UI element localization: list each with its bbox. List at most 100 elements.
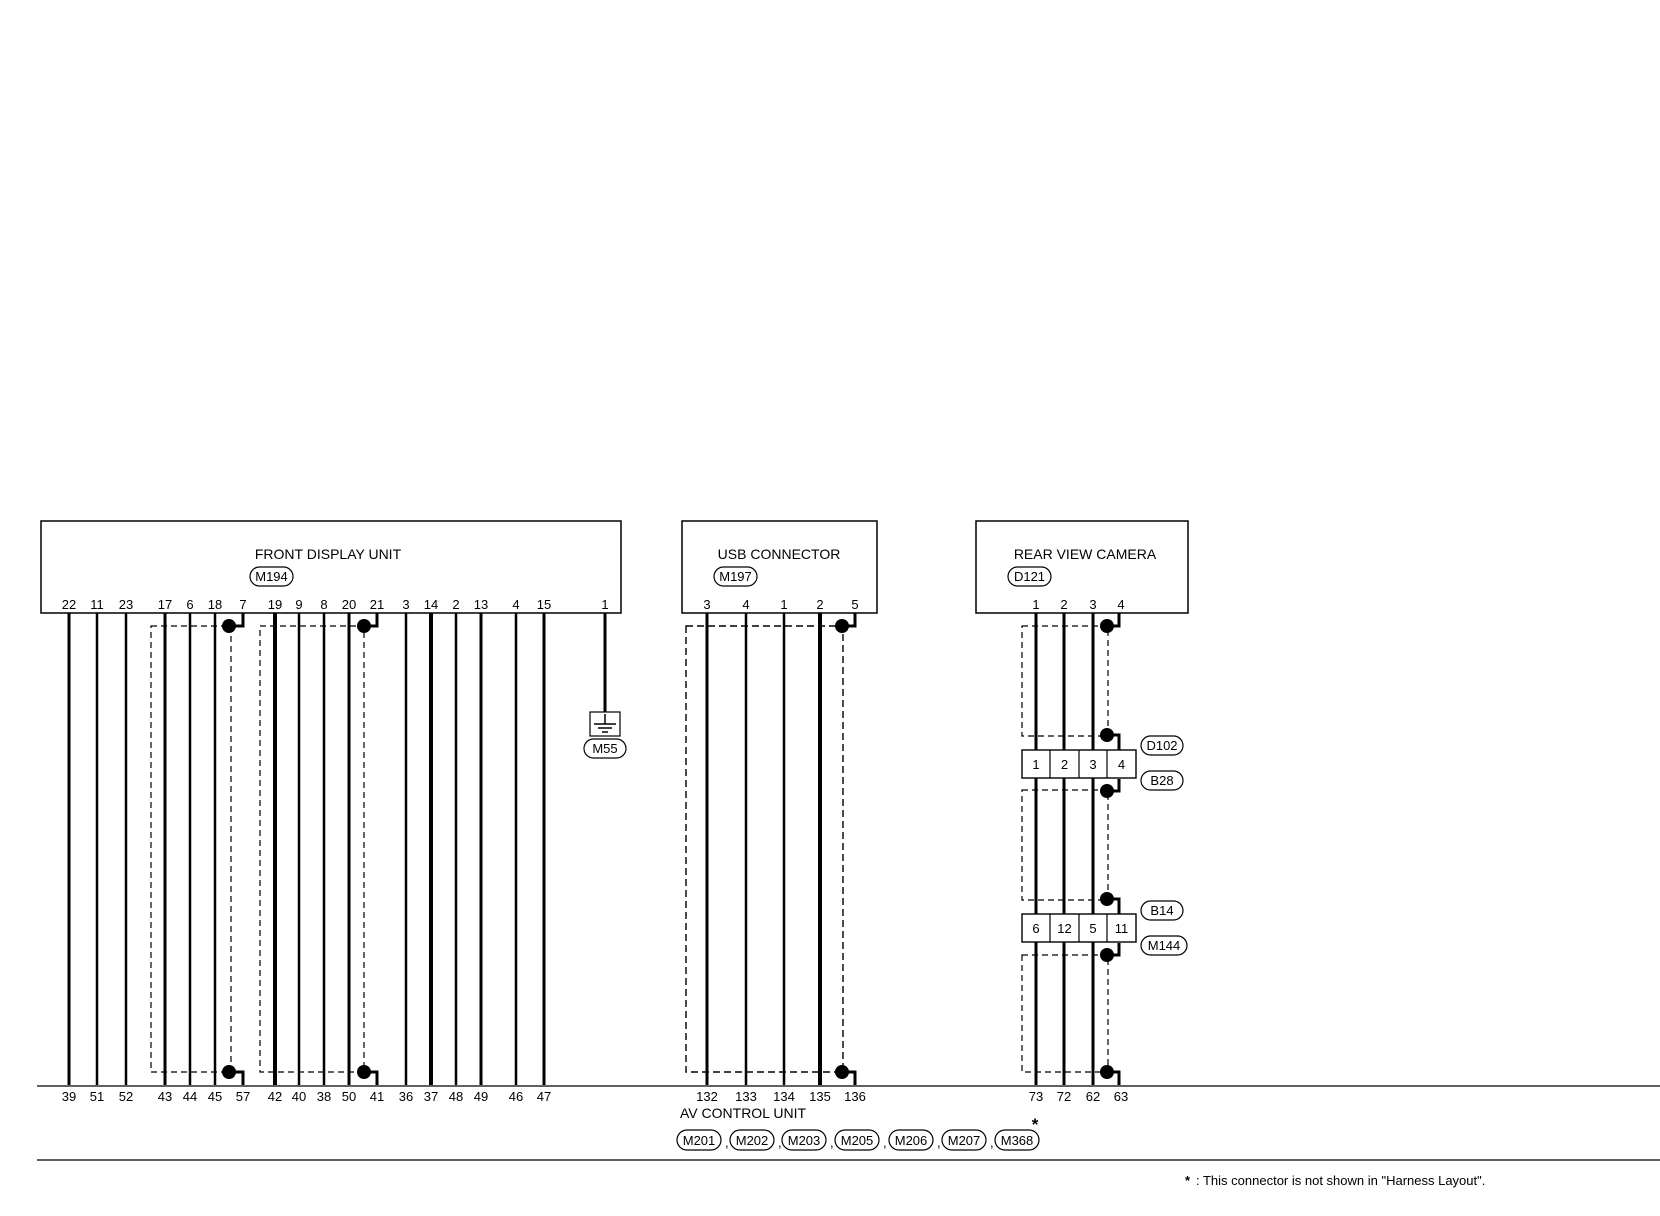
fdu-top-pin-14: 14 <box>424 597 438 612</box>
junction-2-pins-pin-11: 11 <box>1115 921 1129 936</box>
fdu-top-pin-7: 7 <box>239 597 246 612</box>
junction-2-lower-label: M144 <box>1148 938 1181 953</box>
av-pin-39: 39 <box>62 1089 76 1104</box>
av-pin-41: 41 <box>370 1089 384 1104</box>
junction-2-pins-pin-12: 12 <box>1057 921 1071 936</box>
shield-outline-2 <box>259 625 365 1073</box>
av-pin-40: 40 <box>292 1089 306 1104</box>
ground-m55: M55 <box>583 711 627 759</box>
junction-2-lower-tag <box>1140 935 1188 956</box>
av-pin-47: 47 <box>537 1089 551 1104</box>
junction-1-pins-pin-4: 4 <box>1118 757 1125 772</box>
usb-shield-drain-top <box>842 613 857 628</box>
av-control-unit-connectors: M201,M202,M203,M205,M206,M207,M368* <box>676 1115 1040 1151</box>
av-pin-37: 37 <box>424 1089 438 1104</box>
junction-1-upper-tag <box>1140 735 1184 756</box>
av-control-unit-title: AV CONTROL UNIT <box>680 1105 806 1121</box>
rvc-shield-drain-1a <box>1107 613 1121 628</box>
av-pin-44: 44 <box>183 1089 197 1104</box>
front-display-unit-wires <box>67 613 607 1085</box>
av-pin-43: 43 <box>158 1089 172 1104</box>
fdu-top-pin-13: 13 <box>474 597 488 612</box>
av-pin-36: 36 <box>399 1089 413 1104</box>
rear-view-camera-tag <box>1007 566 1052 587</box>
fdu-top-pin-4: 4 <box>512 597 519 612</box>
av-connector-tag-M202 <box>729 1129 775 1151</box>
rvc-shield-drain-2b <box>1107 897 1121 914</box>
av-pin-63: 63 <box>1114 1089 1128 1104</box>
rear-view-camera-label: D121 <box>1014 569 1045 584</box>
fdu-top-pin-2: 2 <box>452 597 459 612</box>
fdu-top-pin-17: 17 <box>158 597 172 612</box>
av-connector-label-M202: M202 <box>736 1133 769 1148</box>
usb-connector: USB CONNECTOR M197 <box>681 520 878 614</box>
fdu-top-pin-21: 21 <box>370 597 384 612</box>
ground-icon <box>594 714 616 733</box>
rear-view-camera-shields <box>1021 613 1121 1085</box>
junction-1-pins-pin-3: 3 <box>1089 757 1096 772</box>
av-pin-48: 48 <box>449 1089 463 1104</box>
av-connector-asterisk: * <box>1032 1115 1039 1134</box>
av-connector-separator: , <box>778 1135 782 1150</box>
av-pin-135: 135 <box>809 1089 831 1104</box>
av-connector-separator: , <box>990 1135 994 1150</box>
av-pin-52: 52 <box>119 1089 133 1104</box>
av-pin-132: 132 <box>696 1089 718 1104</box>
fdu-top-pin-6: 6 <box>186 597 193 612</box>
shield-outline-1 <box>150 625 232 1073</box>
usb-connector-box <box>681 520 878 614</box>
junction-2-pins-pin-5: 5 <box>1089 921 1096 936</box>
av-connector-tag-M368 <box>994 1129 1040 1151</box>
shield-drain-top-1 <box>229 613 245 628</box>
front-display-unit: FRONT DISPLAY UNIT M194 <box>40 520 622 614</box>
av-pin-72: 72 <box>1057 1089 1071 1104</box>
usb-shield-drain-bottom <box>842 1070 857 1085</box>
rear-view-camera-title: REAR VIEW CAMERA <box>1014 546 1157 562</box>
fdu-top-pin-15: 15 <box>537 597 551 612</box>
rvc-top-pin-2: 2 <box>1060 597 1067 612</box>
footnote-asterisk: * <box>1185 1173 1191 1188</box>
av-connector-label-M205: M205 <box>841 1133 874 1148</box>
usb-top-pin-5: 5 <box>851 597 858 612</box>
fdu-top-pin-19: 19 <box>268 597 282 612</box>
rvc-top-pin-1: 1 <box>1032 597 1039 612</box>
av-connector-tag-M207 <box>941 1129 987 1151</box>
av-pin-133: 133 <box>735 1089 757 1104</box>
shield-drain-bottom-2 <box>364 1070 379 1085</box>
shield-drain-top-2 <box>364 613 379 628</box>
usb-connector-label: M197 <box>719 569 752 584</box>
usb-top-pin-3: 3 <box>703 597 710 612</box>
av-connector-separator: , <box>883 1135 887 1150</box>
av-pin-46: 46 <box>509 1089 523 1104</box>
junction-2-upper-label: B14 <box>1150 903 1173 918</box>
rvc-shield-drain-1b <box>1107 733 1121 750</box>
junction-1-lower-tag <box>1140 770 1184 791</box>
ground-connector-tag <box>583 738 627 759</box>
junction-2-pins-pin-6: 6 <box>1032 921 1039 936</box>
footnote-text: : This connector is not shown in "Harnes… <box>1196 1173 1485 1188</box>
av-pin-49: 49 <box>474 1089 488 1104</box>
footnote: * : This connector is not shown in "Harn… <box>1185 1173 1485 1188</box>
rvc-shield-outline-2 <box>1021 789 1109 901</box>
fdu-top-pin-22: 22 <box>62 597 76 612</box>
usb-shield <box>685 613 857 1085</box>
shield-drain-bottom-1 <box>229 1070 245 1085</box>
rvc-shield-outline-3 <box>1021 954 1109 1073</box>
fdu-top-pin-11: 11 <box>90 597 104 612</box>
usb-connector-wires <box>705 613 822 1085</box>
rear-view-camera: REAR VIEW CAMERA D121 <box>975 520 1189 614</box>
rvc-shield-drain-2a <box>1107 779 1121 793</box>
rear-view-camera-wires <box>1034 613 1095 1085</box>
av-connector-separator: , <box>937 1135 941 1150</box>
av-connector-separator: , <box>725 1135 729 1150</box>
front-display-unit-connector-tag <box>249 566 294 587</box>
av-pin-51: 51 <box>90 1089 104 1104</box>
av-pin-42: 42 <box>268 1089 282 1104</box>
usb-connector-title: USB CONNECTOR <box>718 546 841 562</box>
av-pin-57: 57 <box>236 1089 250 1104</box>
av-connector-tag-M203 <box>781 1129 827 1151</box>
front-display-unit-box <box>40 520 622 614</box>
fdu-top-pin-23: 23 <box>119 597 133 612</box>
av-pin-136: 136 <box>844 1089 866 1104</box>
rvc-top-pin-3: 3 <box>1089 597 1096 612</box>
